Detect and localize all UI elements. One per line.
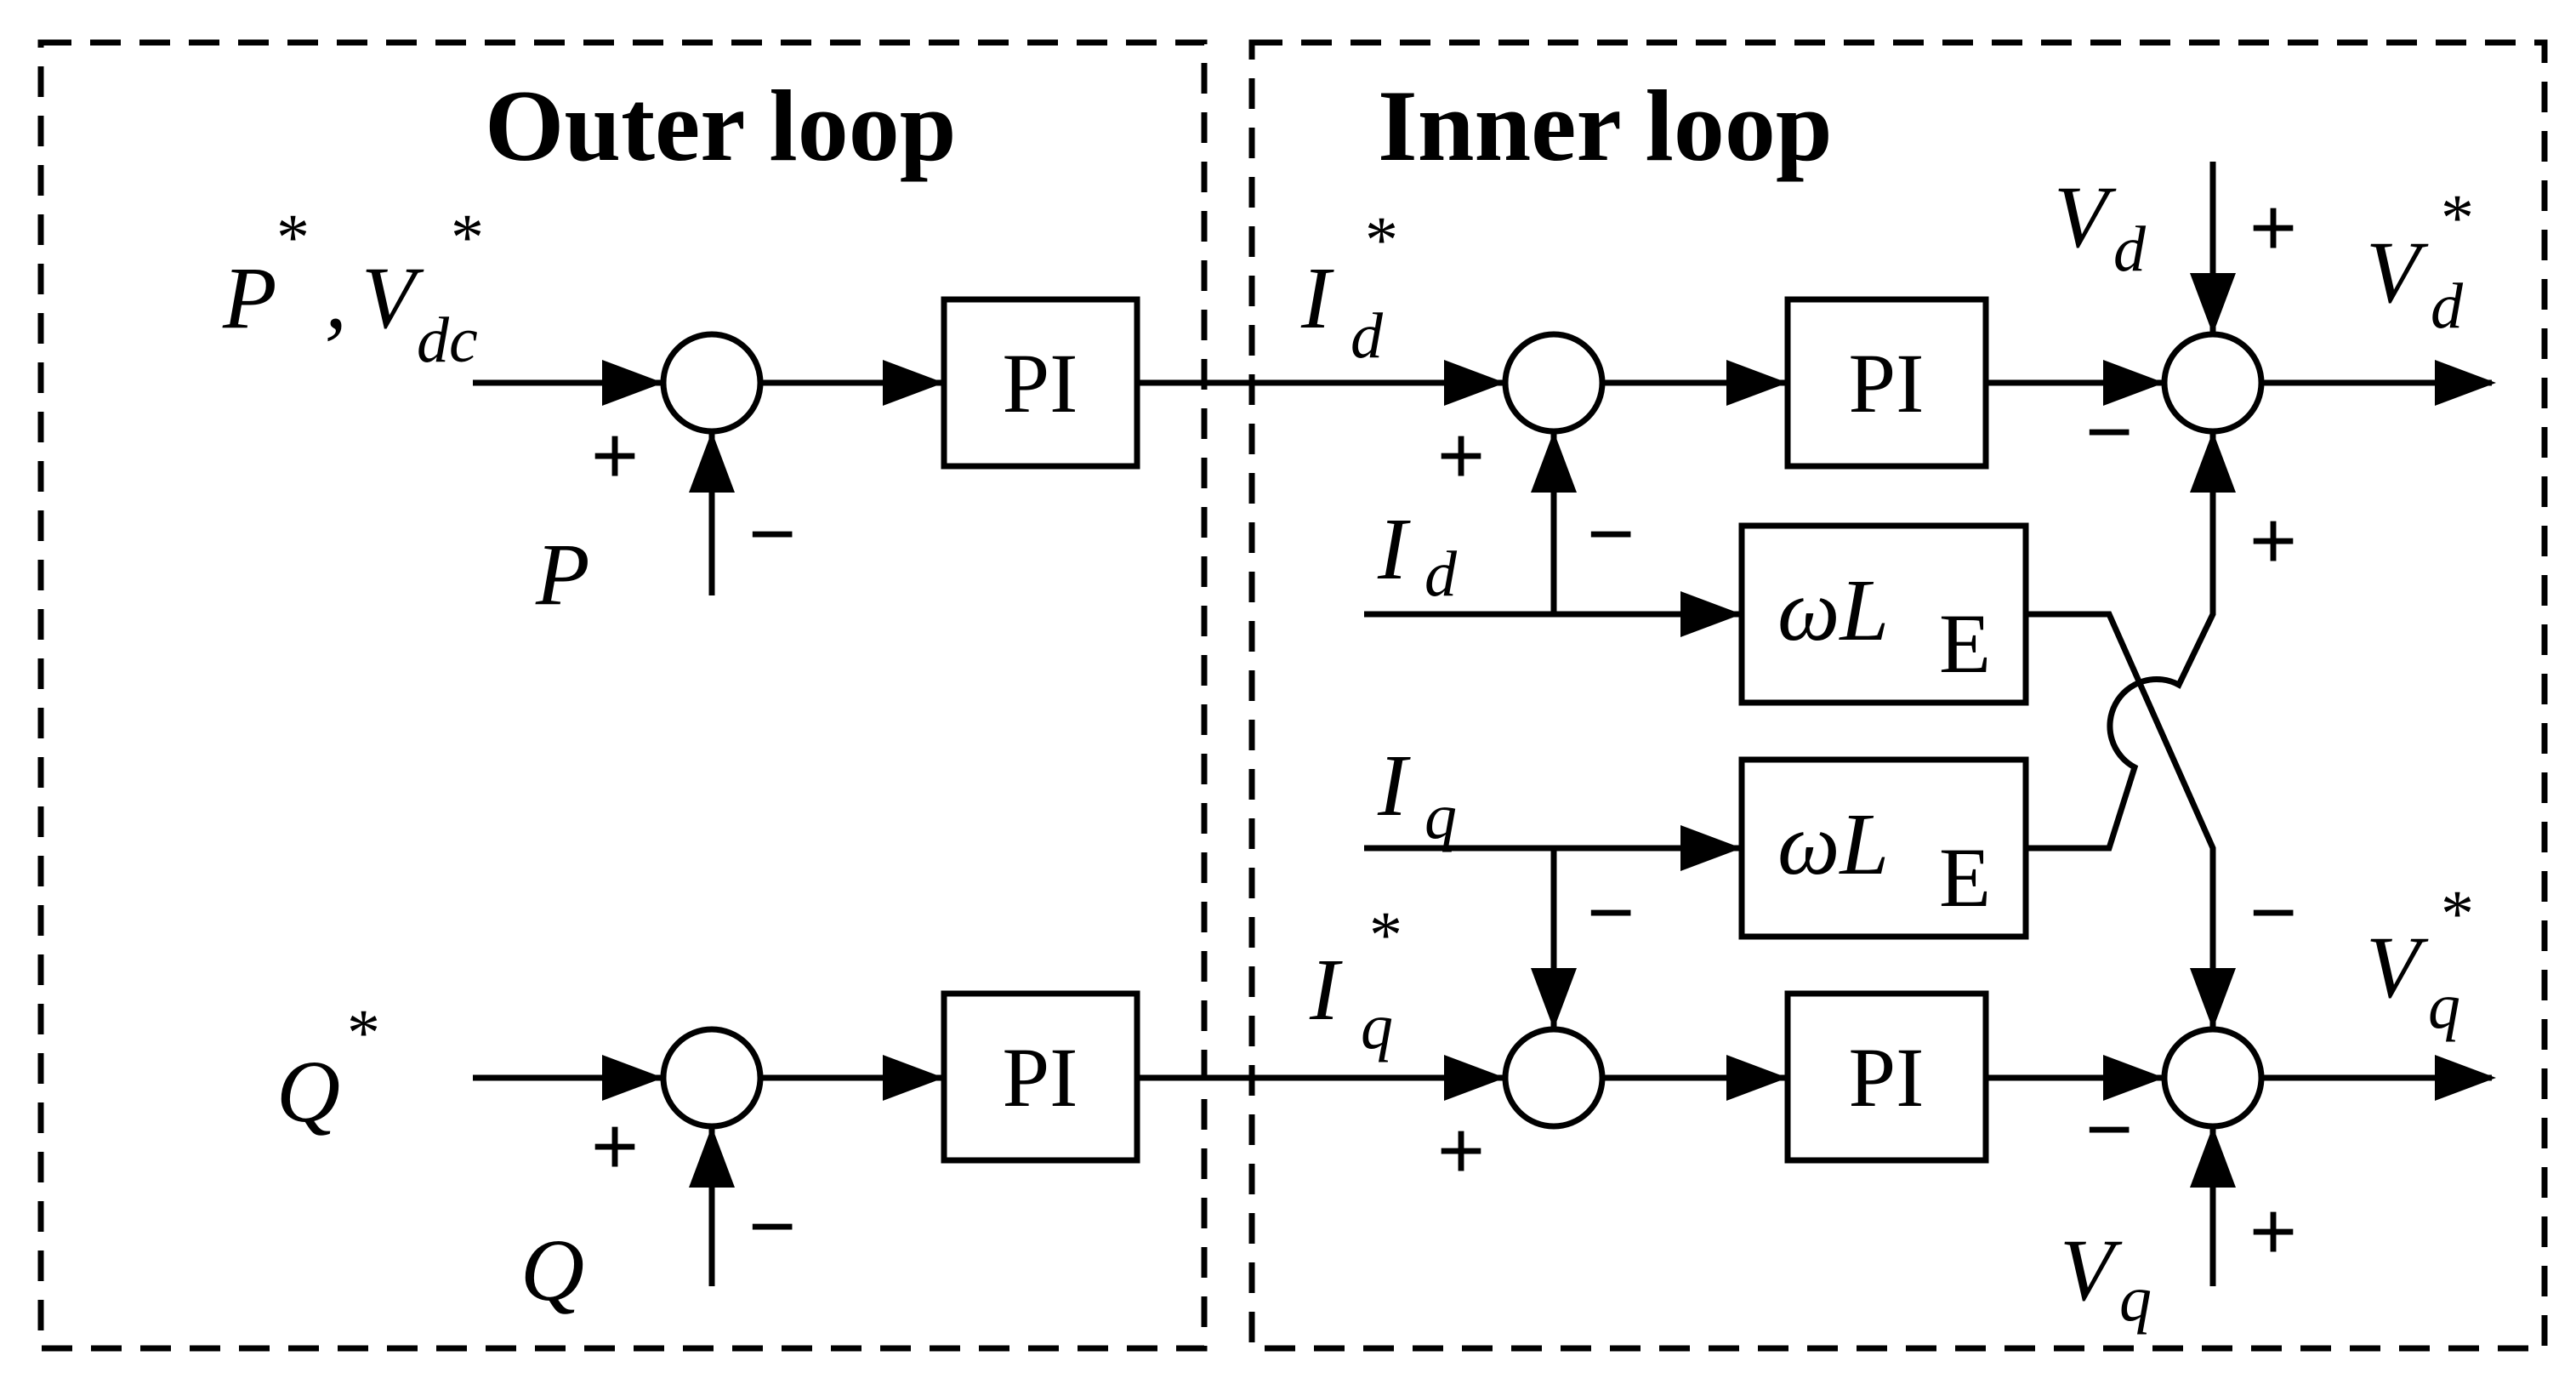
sign-iq-ref-plus: + (1437, 1105, 1485, 1196)
sign-pi4-minus: − (2085, 1084, 2133, 1175)
pi-block-outer-q (941, 990, 1140, 1164)
label-vq-ref-star: * (2441, 876, 2474, 950)
label-iq-ref-sub: q (1361, 991, 1393, 1062)
label-comma: , (325, 249, 347, 347)
sign-vd-plus: + (2249, 182, 2297, 273)
arrow-pi3-in (883, 1055, 944, 1101)
arrow-pi2-in (1726, 360, 1788, 406)
arrow-p-ref (602, 360, 663, 406)
wire-cross-wl1 (2026, 611, 2216, 1028)
wire-cross-wl2 (2026, 431, 2216, 852)
arrow-vd-feedforward (2190, 273, 2236, 334)
omega-l-block-d (1738, 522, 2029, 706)
label-iq-meas: I (1377, 737, 1411, 835)
inner-loop-title: Inner loop (1378, 69, 1833, 182)
arrow-sum3-cross (2190, 431, 2236, 493)
arrow-id-feedback (1531, 431, 1577, 493)
arrow-pi1-in (883, 360, 944, 406)
arrow-iq-ref (1444, 1055, 1505, 1101)
label-id-ref: I (1300, 249, 1334, 347)
label-id-ref-star: * (1365, 202, 1398, 276)
arrow-iq-feedback (1531, 968, 1577, 1029)
sign-p-ref-plus: + (591, 410, 639, 501)
arrow-vq-ref-out (2435, 1055, 2496, 1101)
label-vq-ref: V (2366, 919, 2429, 1017)
inner-loop-frame (1248, 39, 2548, 1352)
sum-junction-p (660, 331, 764, 435)
omega-l-block-d-sub: E (1939, 596, 1991, 691)
sign-q-ref-plus: + (591, 1101, 639, 1192)
pi-block-outer-p (941, 296, 1140, 470)
outer-loop-title: Outer loop (485, 69, 956, 182)
omega-l-block-q (1738, 756, 2029, 940)
omega-l-block-q-sub: E (1939, 830, 1991, 925)
label-vq-ref-sub: q (2428, 971, 2460, 1042)
pi-block-inner-d-label: PI (1849, 336, 1925, 430)
label-vd-ref-star: * (2441, 180, 2474, 254)
sign-cross-d-plus: + (2249, 495, 2297, 586)
label-p-meas: P (535, 526, 590, 624)
label-p-ref: P (222, 249, 277, 347)
label-id-ref-sub: d (1351, 300, 1384, 372)
pi-block-outer-q-label: PI (1003, 1030, 1078, 1125)
arrow-sum3-in (2103, 360, 2164, 406)
label-iq-ref: I (1309, 941, 1343, 1039)
label-id-meas-sub: d (1424, 538, 1458, 610)
label-id-meas: I (1377, 500, 1411, 598)
label-iq-meas-sub: q (1424, 781, 1457, 852)
sign-pi2-minus: − (2085, 386, 2133, 477)
sign-id-fb-minus: − (1587, 488, 1635, 579)
arrow-vd-ref-out (2435, 360, 2496, 406)
label-vq-sub: q (2119, 1263, 2152, 1335)
pi-block-inner-d (1784, 296, 1989, 470)
sum-junction-vq (2161, 1026, 2265, 1130)
label-q-meas: Q (520, 1222, 584, 1319)
label-vd-sub: d (2113, 214, 2147, 285)
arrow-p-feedback (689, 431, 735, 493)
omega-l-block-d-label: ωL (1777, 561, 1889, 659)
sign-cross-q-minus: − (2249, 867, 2297, 958)
pi-block-inner-q (1784, 990, 1989, 1164)
sign-vq-plus: + (2249, 1186, 2297, 1277)
sum-junction-q (660, 1026, 764, 1130)
omega-l-block-q-label: ωL (1777, 795, 1889, 893)
label-vd-ref-sub: d (2431, 271, 2464, 342)
label-vdc-ref-sub: dc (417, 305, 478, 376)
label-vd-ref: V (2366, 224, 2429, 322)
label-vd: V (2054, 168, 2117, 266)
label-q-ref: Q (276, 1043, 340, 1141)
arrow-wl2-in (1680, 825, 1742, 871)
sum-junction-id (1502, 331, 1606, 435)
label-p-ref-star: * (276, 200, 310, 274)
label-q-ref-star: * (347, 995, 380, 1069)
sign-iq-fb-minus: − (1587, 867, 1635, 958)
arrow-q-feedback (689, 1126, 735, 1188)
arrow-vq-feedforward (2190, 1126, 2236, 1188)
arrow-sum6-cross (2190, 968, 2236, 1029)
arrow-q-ref (602, 1055, 663, 1101)
label-vq: V (2060, 1222, 2123, 1319)
label-iq-ref-star: * (1369, 897, 1402, 971)
pi-block-outer-p-label: PI (1003, 336, 1078, 430)
sum-junction-vd (2161, 331, 2265, 435)
label-vdc-ref: V (361, 249, 424, 347)
sign-id-ref-plus: + (1437, 410, 1485, 501)
label-vdc-ref-star: * (451, 200, 484, 274)
sign-q-fb-minus: − (748, 1181, 796, 1272)
sign-p-fb-minus: − (748, 488, 796, 579)
arrow-pi4-in (1726, 1055, 1788, 1101)
sum-junction-iq (1502, 1026, 1606, 1130)
arrow-sum6-in (2103, 1055, 2164, 1101)
arrow-id-ref (1444, 360, 1505, 406)
arrow-wl1-in (1680, 591, 1742, 637)
pi-block-inner-q-label: PI (1849, 1030, 1925, 1125)
